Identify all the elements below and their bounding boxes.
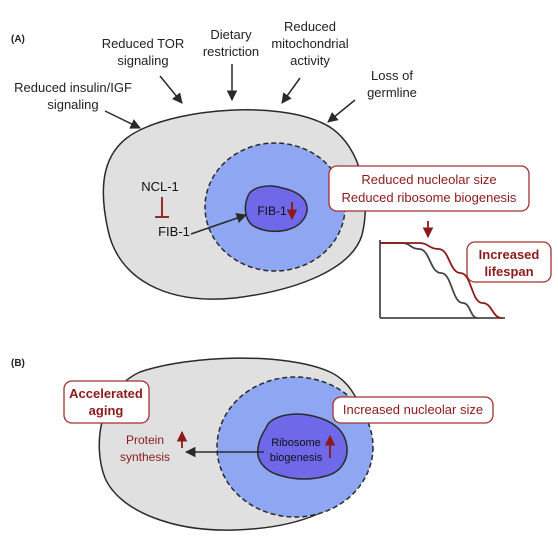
survival-curve-control <box>380 242 478 319</box>
arrow-tor <box>159 75 183 104</box>
stimulus-diet-line2: restriction <box>203 44 259 59</box>
stimulus-mito-line1: Reduced <box>284 19 336 34</box>
ribosome-line2: biogenesis <box>270 452 323 464</box>
effect-b-text: Increased nucleolar size <box>343 402 483 417</box>
aging-box <box>63 380 150 424</box>
stimulus-tor-line1: Reduced TOR <box>102 36 185 51</box>
ncl1-label: NCL-1 <box>141 179 179 194</box>
nucleolus-b <box>257 413 348 480</box>
panel-b-label: (B) <box>11 358 25 369</box>
survival-chart <box>379 240 505 319</box>
aging-line2: aging <box>89 403 124 418</box>
arrow-fib1-to-nucleolus <box>190 213 247 235</box>
protein-line2: synthesis <box>120 450 170 464</box>
protein-line1: Protein <box>126 433 164 447</box>
stimulus-diet-line1: Dietary <box>210 27 252 42</box>
effect-box-b <box>332 396 494 424</box>
arrow-germline <box>327 99 356 123</box>
stimulus-insulin-line2: signaling <box>47 97 98 112</box>
survival-curve-long-lived <box>380 242 503 319</box>
stimulus-tor-line2: signaling <box>117 53 168 68</box>
ribosome-line1: Ribosome <box>271 437 321 449</box>
aging-line1: Accelerated <box>69 386 143 401</box>
effect-a-line2: Reduced ribosome biogenesis <box>342 190 517 205</box>
fib1-left-label: FIB-1 <box>158 224 190 239</box>
stimulus-mito-line2: mitochondrial <box>271 36 348 51</box>
arrow-mito <box>281 77 301 104</box>
lifespan-box <box>466 241 552 283</box>
fib1-center-label: FIB-1 <box>257 204 287 218</box>
effect-box-a <box>328 165 530 212</box>
stimulus-germline-line1: Loss of <box>371 68 413 83</box>
arrow-insulin <box>104 110 141 129</box>
effect-a-line1: Reduced nucleolar size <box>361 172 496 187</box>
stimulus-mito-line3: activity <box>290 53 330 68</box>
panel-a-label: (A) <box>11 34 25 45</box>
stimulus-insulin-line1: Reduced insulin/IGF <box>14 80 132 95</box>
lifespan-line1: Increased <box>479 247 540 262</box>
lifespan-line2: lifespan <box>484 264 533 279</box>
stimulus-germline-line2: germline <box>367 85 417 100</box>
